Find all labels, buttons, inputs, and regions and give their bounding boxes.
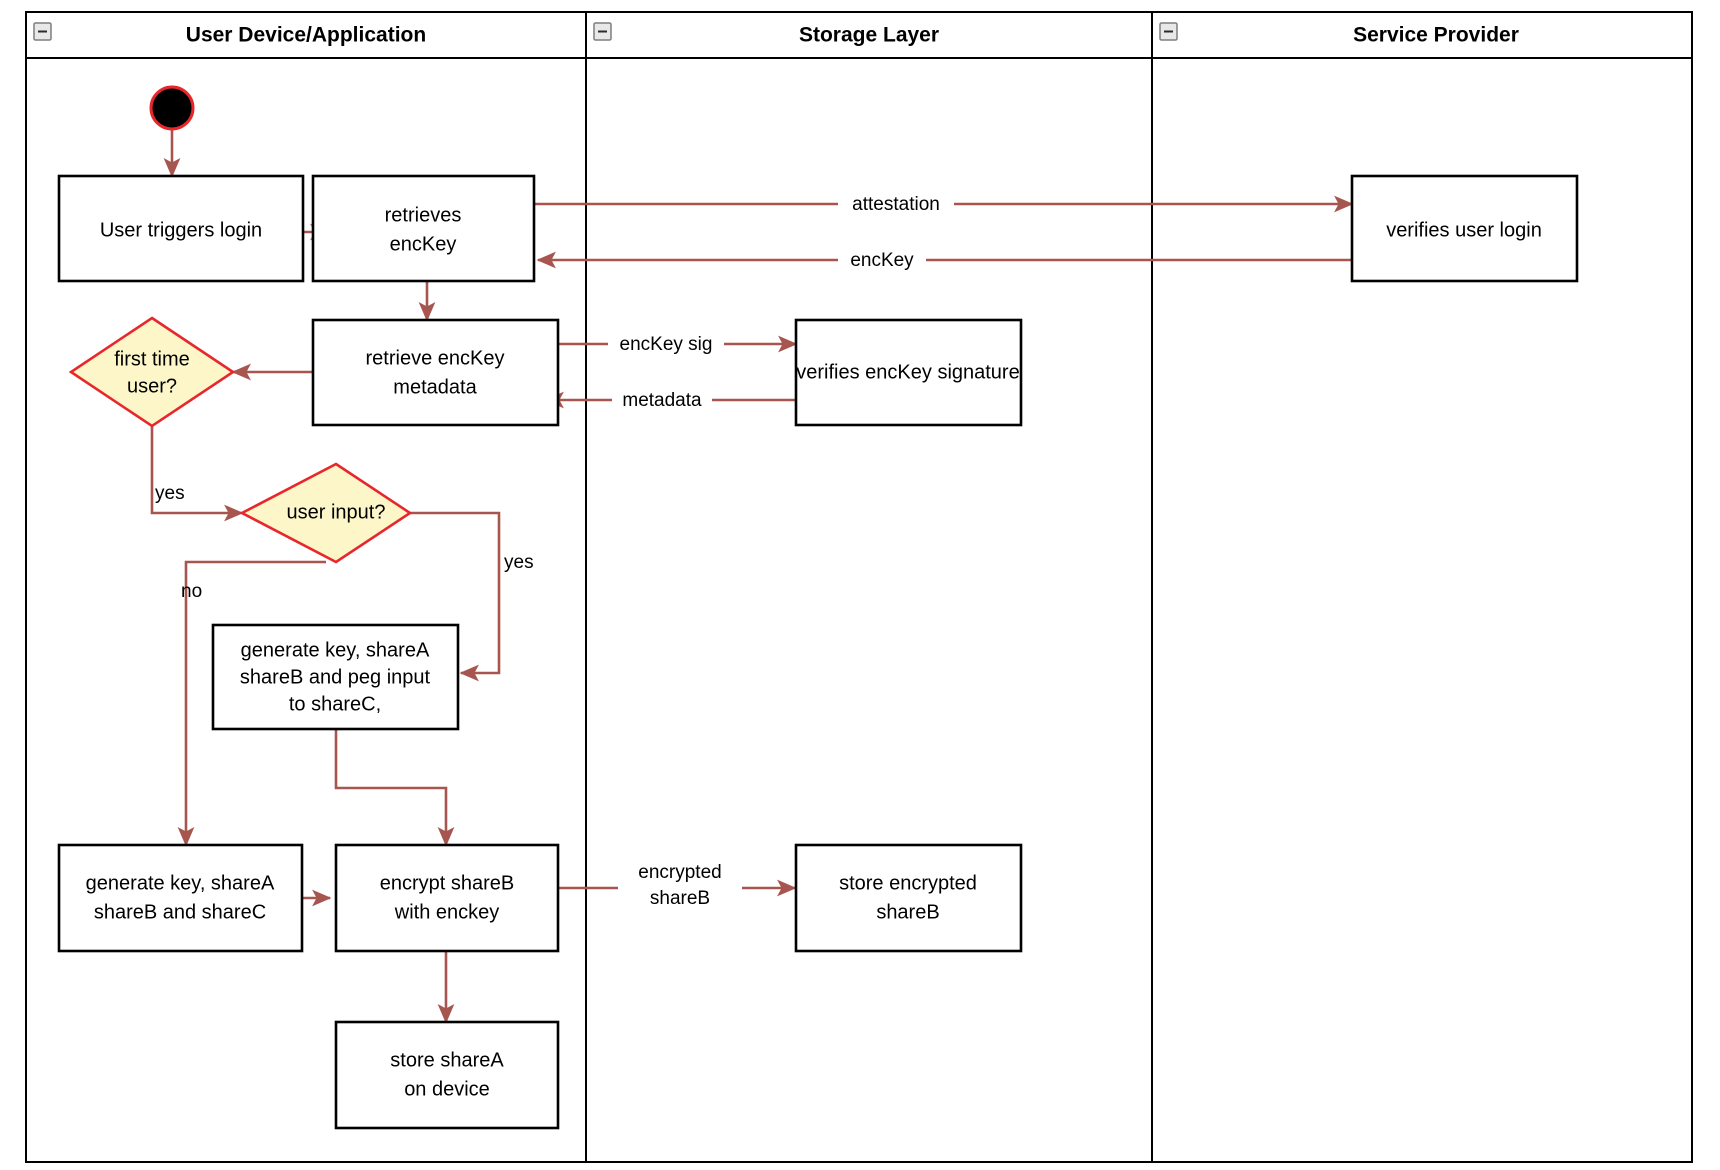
node-label-user-triggers-login: User triggers login <box>100 219 262 241</box>
lane-header-user-device[interactable]: User Device/Application <box>33 22 426 47</box>
node-label-retrieve-enckey-metadata-line2: metadata <box>393 376 477 398</box>
node-label-encrypt-shareb-line1: encrypt shareB <box>380 872 515 894</box>
edge-enckey-sig: encKey sig <box>558 331 798 357</box>
node-generate-key-shares[interactable]: generate key, shareA shareB and shareC <box>57 843 304 953</box>
minus-icon[interactable] <box>593 22 612 41</box>
node-label-user-input: user input? <box>287 501 386 523</box>
edge-userinput-yes: yes <box>410 511 534 682</box>
node-verifies-user-login[interactable]: verifies user login <box>1350 174 1579 283</box>
edge-label-attestation: attestation <box>852 194 940 215</box>
node-label-store-sharea-line2: on device <box>404 1078 490 1100</box>
edge-firsttime-yes: yes <box>150 412 244 522</box>
edge-label-metadata: metadata <box>622 390 702 411</box>
minus-icon[interactable] <box>33 22 52 41</box>
edge-label-enckey-sig: encKey sig <box>620 334 713 355</box>
node-retrieves-enckey[interactable]: retrieves encKey <box>311 174 536 283</box>
node-label-verifies-user-login: verifies user login <box>1386 219 1542 241</box>
edge-label-encrypted-shareb-line1: encrypted <box>638 862 721 883</box>
node-label-retrieve-enckey-metadata-line1: retrieve encKey <box>366 347 505 369</box>
lane-title-service-provider: Service Provider <box>1353 24 1519 47</box>
node-store-encrypted-shareb[interactable]: store encrypted shareB <box>794 843 1023 953</box>
node-label-first-time-user-line1: first time <box>114 348 190 370</box>
node-retrieve-enckey-metadata[interactable]: retrieve encKey metadata <box>311 318 560 427</box>
node-verifies-enckey-signature[interactable]: verifies encKey signature <box>794 318 1023 427</box>
node-label-retrieves-enckey-line1: retrieves <box>385 204 462 226</box>
node-label-store-sharea-line1: store shareA <box>390 1049 504 1071</box>
node-label-generate-key-peg-line1: generate key, shareA <box>241 639 430 661</box>
node-label-generate-key-peg-line3: to shareC, <box>289 693 381 715</box>
lane-header-service-provider[interactable]: Service Provider <box>1159 22 1519 47</box>
lane-header-storage[interactable]: Storage Layer <box>593 22 939 47</box>
node-label-store-encrypted-shareb-line2: shareB <box>876 901 939 923</box>
node-first-time-user[interactable]: first time user? <box>68 316 236 428</box>
edge-metadata-return: metadata <box>544 387 796 413</box>
node-label-encrypt-shareb-line2: with enckey <box>394 901 500 923</box>
node-label-store-encrypted-shareb-line1: store encrypted <box>839 872 977 894</box>
edge-peg-to-encrypt <box>334 729 455 847</box>
edge-userinput-no: no <box>177 560 326 847</box>
node-store-sharea-on-device[interactable]: store shareA on device <box>334 1020 560 1130</box>
node-label-verifies-enckey-signature: verifies encKey signature <box>796 361 1019 383</box>
edge-attestation: attestation <box>534 191 1354 217</box>
edge-label-enckey: encKey <box>850 250 914 271</box>
node-label-retrieves-enckey-line2: encKey <box>390 233 457 255</box>
edge-label-firsttime-yes: yes <box>155 483 185 504</box>
edge-label-encrypted-shareb-line2: shareB <box>650 888 710 909</box>
node-user-input[interactable]: user input? <box>239 462 413 564</box>
lane-title-user-device: User Device/Application <box>186 24 426 47</box>
minus-icon[interactable] <box>1159 22 1178 41</box>
node-user-triggers-login[interactable]: User triggers login <box>57 174 305 283</box>
start-node <box>149 85 195 131</box>
node-label-generate-key-shares-line2: shareB and shareC <box>94 901 266 923</box>
edge-enckey-return: encKey <box>536 247 1352 273</box>
node-label-generate-key-peg-line2: shareB and peg input <box>240 666 431 688</box>
node-label-generate-key-shares-line1: generate key, shareA <box>86 872 275 894</box>
edge-label-userinput-no: no <box>181 581 202 602</box>
node-generate-key-peg[interactable]: generate key, shareA shareB and peg inpu… <box>211 623 460 731</box>
lane-title-storage: Storage Layer <box>799 24 939 47</box>
edge-encrypted-shareb: encrypted shareB <box>558 857 797 913</box>
node-encrypt-shareb[interactable]: encrypt shareB with enckey <box>334 843 560 953</box>
edge-label-userinput-yes: yes <box>504 552 534 573</box>
node-label-first-time-user-line2: user? <box>127 375 177 397</box>
